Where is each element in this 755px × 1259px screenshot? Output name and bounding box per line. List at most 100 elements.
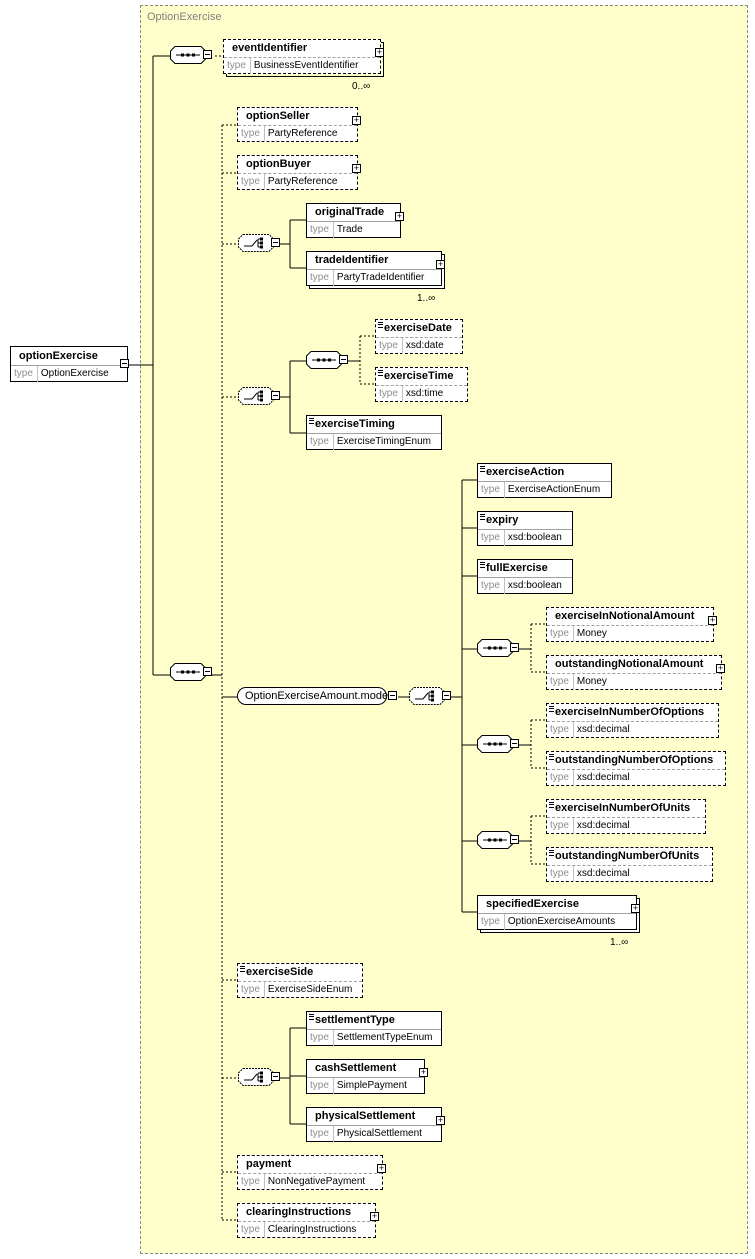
compositor-collapse-icon[interactable] [271, 1072, 280, 1081]
type-label: type [376, 386, 403, 402]
expand-icon[interactable]: + [377, 1163, 386, 1173]
expand-icon[interactable]: + [708, 615, 717, 625]
simple-content-icon [480, 514, 485, 520]
element-type-value: Money [576, 676, 607, 687]
sequence-compositor-icon[interactable] [477, 639, 513, 657]
type-label: type [478, 482, 505, 498]
element-type-value: xsd:decimal [576, 724, 630, 735]
choice-compositor-icon[interactable] [409, 687, 445, 705]
sequence-compositor-icon[interactable] [306, 351, 342, 369]
expand-icon[interactable]: + [375, 47, 384, 57]
group-collapse-icon[interactable] [388, 691, 397, 700]
expand-icon[interactable]: + [436, 259, 445, 269]
element-name: exerciseAction [486, 466, 565, 478]
expand-icon[interactable]: + [436, 1115, 445, 1125]
element-type-value: xsd:boolean [507, 532, 562, 543]
compositor-collapse-icon[interactable] [203, 50, 212, 59]
element-name: exerciseDate [384, 322, 452, 334]
element-type-value: NonNegativePayment [267, 1176, 366, 1187]
expand-icon[interactable]: + [419, 1067, 428, 1077]
sequence-compositor-icon[interactable] [477, 735, 513, 753]
expand-icon[interactable]: + [370, 1211, 379, 1221]
element-type-value: Trade [336, 224, 363, 235]
element-type-value: OptionExerciseAmounts [507, 916, 616, 927]
expand-icon[interactable]: + [352, 115, 361, 125]
element-name: exerciseInNotionalAmount [555, 610, 695, 622]
type-label: type [478, 914, 505, 930]
type-label: type [547, 674, 574, 690]
expand-icon[interactable]: + [716, 663, 725, 673]
group-reference[interactable]: OptionExerciseAmount.model [237, 687, 391, 705]
compositor-collapse-icon[interactable] [271, 391, 280, 400]
compositor-collapse-icon[interactable] [510, 739, 519, 748]
choice-compositor-icon[interactable] [238, 1068, 274, 1086]
compositor-collapse-icon[interactable] [271, 238, 280, 247]
sequence-compositor-icon[interactable] [170, 46, 206, 64]
type-label: type [238, 174, 265, 190]
type-label: type [238, 1174, 265, 1190]
element-type-value: SimplePayment [336, 1080, 407, 1091]
type-label: type [307, 434, 334, 450]
compositor-collapse-icon[interactable] [510, 835, 519, 844]
choice-compositor-icon[interactable] [238, 387, 274, 405]
expand-icon[interactable]: + [352, 163, 361, 173]
root-type-row: type OptionExercise [11, 365, 127, 382]
type-label: type [307, 222, 334, 238]
type-label: type [307, 1030, 334, 1046]
root-collapse-icon[interactable] [120, 359, 129, 368]
element-name: exerciseTiming [315, 418, 395, 430]
root-element[interactable]: optionExercise type OptionExercise [10, 346, 128, 382]
simple-content-icon [240, 966, 245, 972]
sequence-compositor-icon[interactable] [477, 831, 513, 849]
sequence-compositor-icon[interactable] [170, 663, 206, 681]
element-type-value: PartyTradeIdentifier [336, 272, 425, 283]
expand-icon[interactable]: + [631, 903, 640, 913]
compositor-collapse-icon[interactable] [442, 691, 451, 700]
element-name: fullExercise [486, 562, 548, 574]
element-name: originalTrade [315, 206, 385, 218]
compositor-collapse-icon[interactable] [339, 355, 348, 364]
compositor-collapse-icon[interactable] [510, 643, 519, 652]
choice-compositor-icon[interactable] [238, 234, 274, 252]
compositor-collapse-icon[interactable] [203, 667, 212, 676]
element-name: specifiedExercise [486, 898, 579, 910]
expand-icon[interactable]: + [395, 211, 404, 221]
